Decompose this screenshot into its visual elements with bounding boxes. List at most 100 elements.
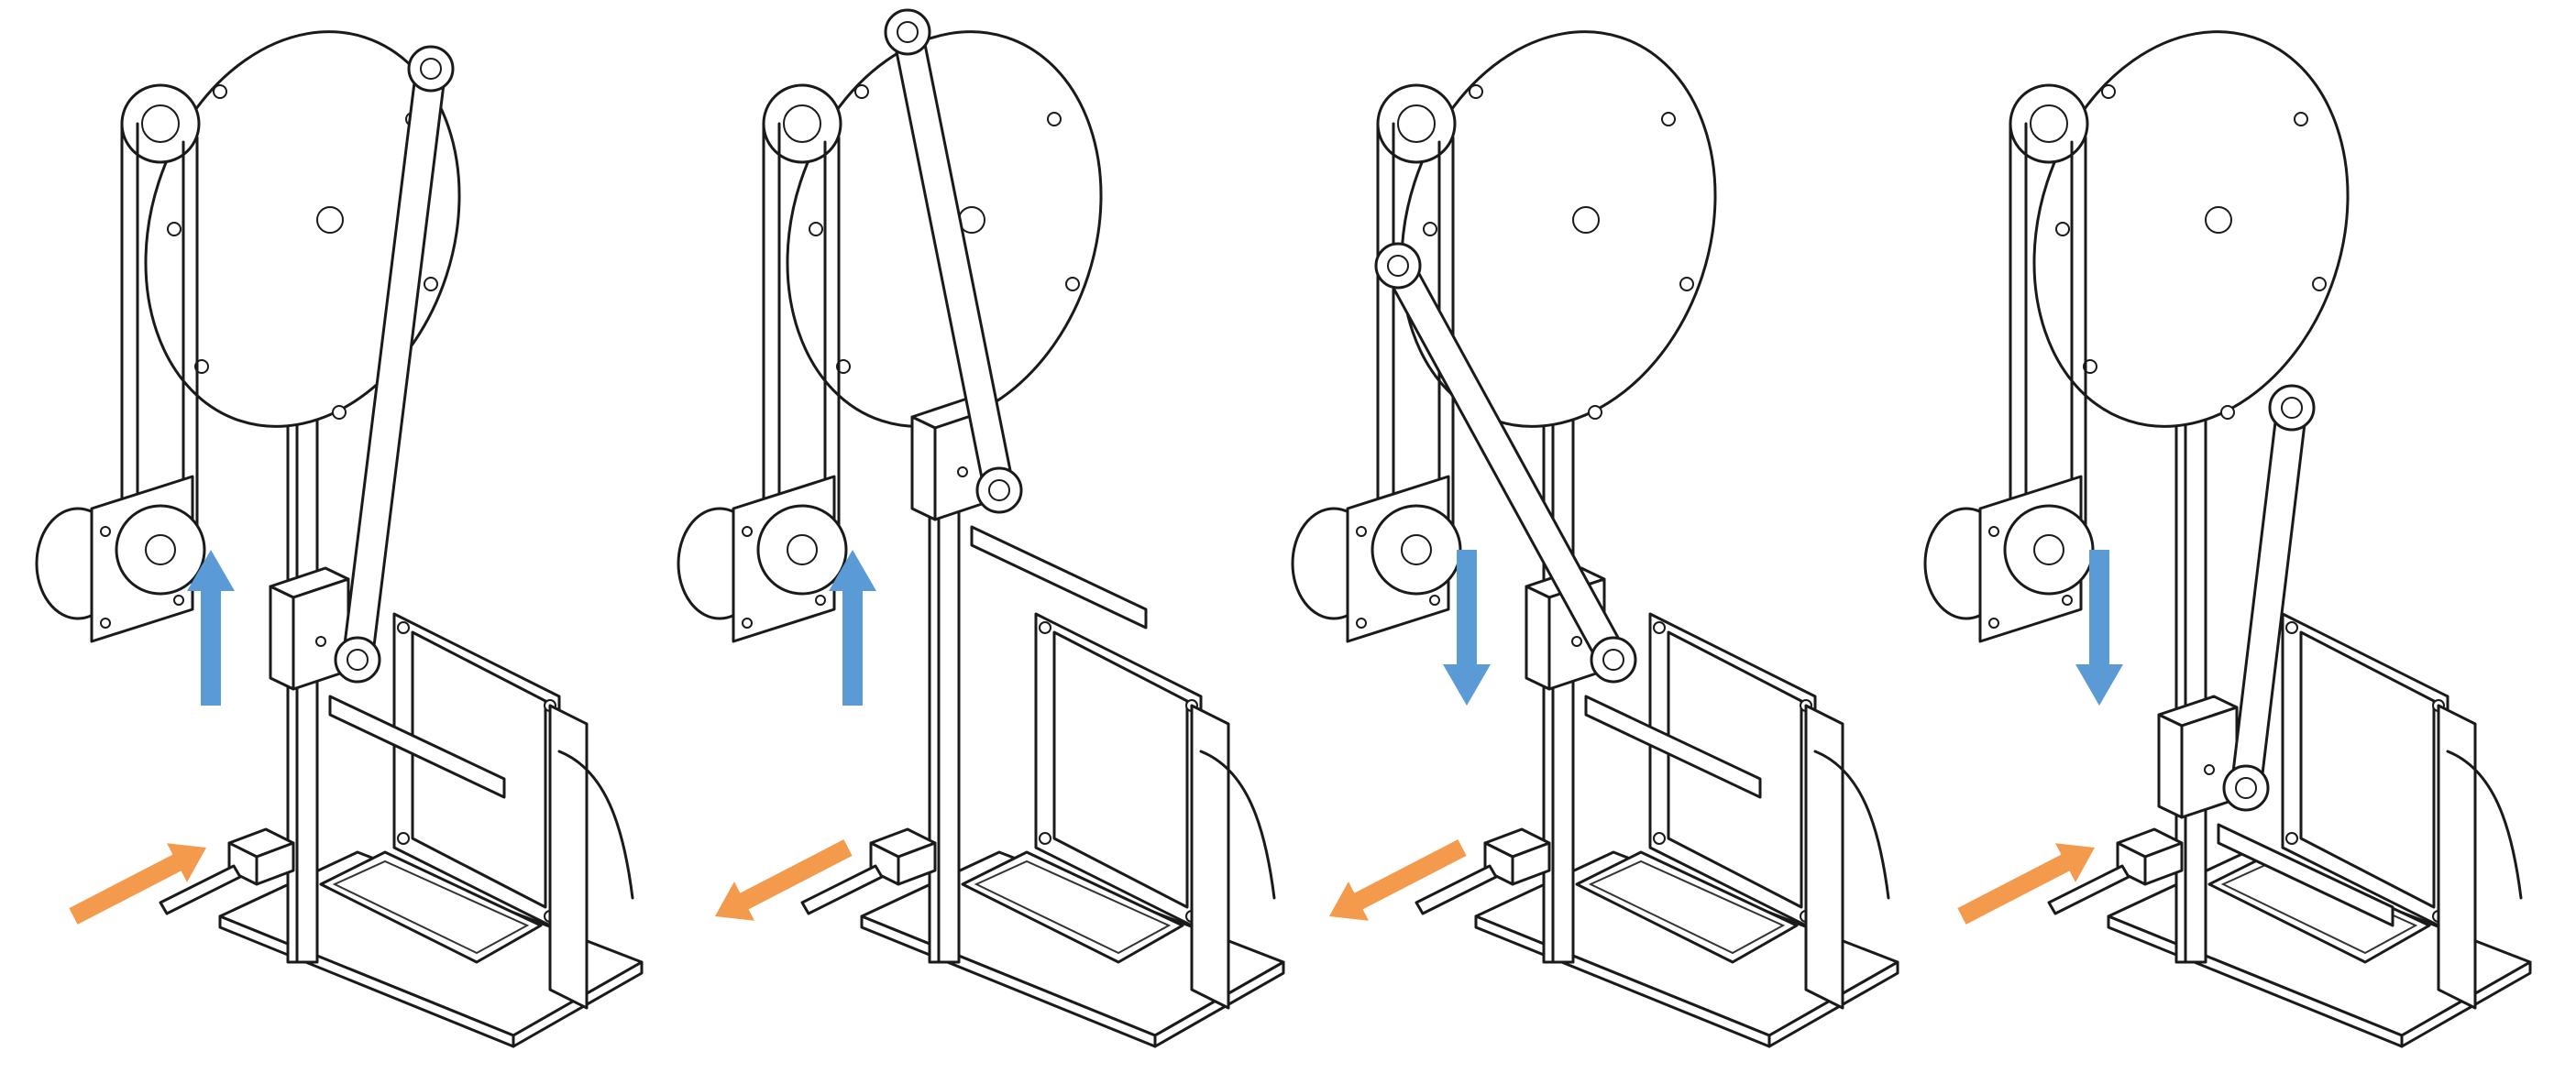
disk-hole <box>2055 222 2070 236</box>
vertical-motion-arrow-icon <box>187 550 235 706</box>
disk-hole <box>854 84 869 99</box>
horizontal-motion-arrow-icon <box>69 843 207 925</box>
panel-screw <box>1653 832 1666 845</box>
tray-inner <box>1588 860 1786 955</box>
bracket-screw <box>1988 618 1999 629</box>
blue-rail <box>2217 823 2394 927</box>
arrow-body <box>715 839 853 921</box>
drive-disk <box>144 30 461 428</box>
tray-inner <box>2220 860 2418 955</box>
disk-hub <box>316 206 344 234</box>
panel-screw <box>1039 832 1051 845</box>
arrow-body <box>69 843 207 925</box>
actuator-block-front <box>1511 841 1551 886</box>
tray-inner <box>974 860 1172 955</box>
arrow-shaft <box>2089 550 2109 669</box>
blue-rail <box>328 695 506 799</box>
vertical-motion-arrow-icon <box>829 550 876 706</box>
tray <box>319 850 543 964</box>
tray <box>2207 850 2431 964</box>
slider-pin <box>1602 649 1624 671</box>
actuator-rod <box>2047 864 2130 915</box>
bracket-screw <box>1988 526 1999 537</box>
disk-hole <box>809 222 823 236</box>
arrow-shaft <box>842 586 863 706</box>
bracket-screw <box>742 618 753 629</box>
top-pulley-hub <box>783 104 821 143</box>
arrow-body <box>1957 843 2095 925</box>
crank-pin <box>1387 255 1409 277</box>
motor-pulley-hub <box>787 534 818 565</box>
crank-pin <box>420 58 442 80</box>
cable <box>1199 750 1276 900</box>
disk-hole <box>213 84 227 99</box>
arrow-shaft <box>201 586 221 706</box>
disk-hole <box>167 222 182 236</box>
vertical-motion-arrow-icon <box>2075 550 2123 706</box>
horizontal-motion-arrow-icon <box>1329 839 1467 921</box>
arrow-body <box>1329 839 1467 921</box>
orange-target-panel <box>2299 630 2436 909</box>
disk-hub <box>1572 206 1600 234</box>
side-bracket <box>548 704 589 1010</box>
cable <box>2446 750 2523 900</box>
bracket-screw <box>815 595 826 606</box>
disk-hole <box>1423 222 1437 236</box>
slider-block-side <box>910 415 937 521</box>
disk-hole <box>1047 112 1062 126</box>
actuator-rod <box>800 864 884 915</box>
arrow-head <box>829 550 876 591</box>
bracket-screw <box>100 526 111 537</box>
orange-target-panel <box>1052 630 1189 909</box>
tray-inner <box>332 860 530 955</box>
cable <box>557 750 634 900</box>
motor-pulley-hub <box>2033 534 2064 565</box>
bracket-screw <box>173 595 184 606</box>
slider-block-side <box>2157 713 2184 819</box>
actuator-block-front <box>2143 841 2184 886</box>
horizontal-motion-arrow-icon <box>715 839 853 921</box>
slider-pin <box>347 649 369 671</box>
top-pulley-hub <box>141 104 180 143</box>
bracket-screw <box>2062 595 2073 606</box>
disk-hole <box>1679 277 1694 291</box>
side-bracket <box>2437 704 2477 1010</box>
panel-screw <box>397 621 410 634</box>
disk-hole <box>424 277 438 291</box>
arrow-shaft <box>1457 550 1477 669</box>
arrow-head <box>2075 664 2123 706</box>
bracket-screw <box>1429 595 1440 606</box>
slider-screw <box>2204 764 2215 775</box>
top-pulley-hub <box>2030 104 2068 143</box>
drive-disk <box>2032 30 2350 428</box>
disk-hole <box>2312 277 2327 291</box>
disk-hole <box>1065 277 1080 291</box>
side-bracket <box>1804 704 1844 1010</box>
vertical-motion-arrow-icon <box>1443 550 1491 706</box>
arrow-head <box>1443 664 1491 706</box>
slider-screw <box>315 636 326 647</box>
panel-screw <box>1039 621 1051 634</box>
tray <box>961 850 1184 964</box>
bracket-screw <box>1356 618 1367 629</box>
actuator-rod <box>159 864 242 915</box>
bracket-screw <box>100 618 111 629</box>
slider-pin <box>2235 777 2257 799</box>
actuator-block-front <box>897 841 937 886</box>
blue-rail <box>970 525 1148 630</box>
top-pulley-hub <box>1397 104 1436 143</box>
slider-block-side <box>269 585 295 691</box>
horizontal-motion-arrow-icon <box>1957 843 2095 925</box>
motor-pulley-hub <box>1401 534 1432 565</box>
panel-1 <box>35 30 644 1048</box>
panel-screw <box>2285 832 2298 845</box>
actuator-rod <box>1415 864 1498 915</box>
panel-screw <box>2285 621 2298 634</box>
motor-pulley-hub <box>145 534 176 565</box>
slider-pin <box>988 479 1010 501</box>
drive-disk <box>1400 30 1717 428</box>
actuator-block-front <box>255 841 295 886</box>
arrow-head <box>187 550 235 591</box>
